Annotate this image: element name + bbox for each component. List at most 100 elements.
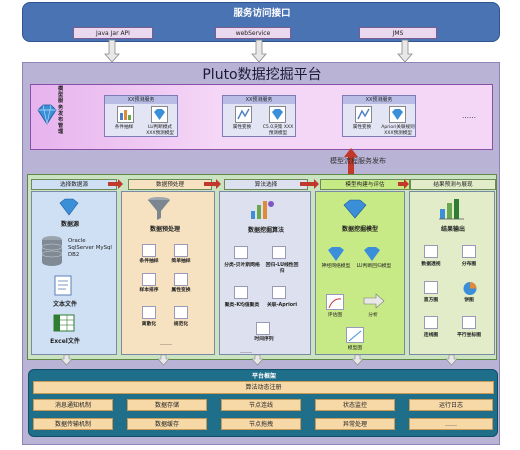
model-item-2: LU判断回归模型 (356, 264, 392, 269)
management-label: 模型服务发布管理 (58, 86, 64, 136)
preprocess-column (121, 191, 215, 355)
framework-row2-cell-1: 数据传输机制 (33, 418, 113, 430)
framework-title: 平台框架 (251, 373, 276, 380)
preprocess-item-3: 样本排序 (139, 288, 159, 293)
java-jar-api-chip: Java Jar API (73, 27, 153, 39)
preprocess-item-6: 规范化 (173, 322, 189, 327)
transform-icon (355, 106, 372, 123)
funnel-icon (148, 197, 170, 220)
connector-4 (351, 354, 364, 366)
prediction-service-box-1: XX预测服务 条件抽样 LU判断模式 XXX预测模型 (104, 95, 178, 137)
simple-sampling-icon (174, 244, 188, 257)
datasource-title: 数据源 (60, 221, 79, 228)
flow-arrow-4 (398, 179, 409, 189)
framework-row1-cell-4: 状态监控 (315, 399, 395, 411)
prediction-service-box-2: XX预测服务 属性变换 C5.0决策 XXX预测模型 (222, 95, 296, 137)
publish-up-arrow (344, 148, 358, 176)
service-step2-label: C5.0决策 XXX预测模型 (262, 125, 294, 136)
model-diamond-icon (151, 106, 168, 123)
evaluation-chart-icon (326, 294, 344, 310)
sampling-icon (117, 106, 134, 123)
services-more: …… (462, 112, 476, 120)
result-item-1: 数据透视 (421, 262, 441, 267)
service-step2-label: LU判断模式 XXX预测模型 (146, 125, 174, 136)
connector-3 (251, 354, 264, 366)
model-item-4: 分析 (368, 313, 378, 318)
linear-regression-icon (272, 246, 286, 259)
arrow-java-down (104, 39, 120, 63)
database-icon (41, 236, 63, 266)
flow-arrow-1 (108, 179, 123, 189)
stage-tab-model: 模型构建与评估 (320, 179, 410, 190)
platform-title: Pluto数据挖掘平台 (202, 67, 322, 83)
framework-row1-cell-1: 消息通知机制 (33, 399, 113, 411)
framework-row1-cell-3: 节点连线 (221, 399, 301, 411)
jms-chip: JMS (359, 27, 437, 39)
algorithm-item-2: 回归-LU线性回归 (265, 263, 299, 274)
result-item-2: 分布图 (461, 262, 477, 267)
preprocess-item-4: 属性变换 (171, 288, 191, 293)
line-chart-icon (424, 316, 438, 329)
service-step2-label: Apriori关联规则 XXX预测模型 (381, 125, 415, 136)
model-item-1: 神经网络模型 (321, 264, 351, 269)
apriori-icon (272, 286, 286, 299)
lu-regression-icon (364, 247, 380, 261)
excel-file-icon (53, 314, 75, 332)
algorithm-item-1: 分类-贝叶斯网络 (224, 263, 260, 268)
parallel-coordinates-icon (462, 316, 476, 329)
stage-tab-result: 结果预测与展现 (410, 179, 496, 190)
algorithm-title: 数据挖掘算法 (247, 227, 284, 234)
service-step1-label: 条件抽样 (114, 125, 134, 130)
model-graph-icon (346, 327, 364, 343)
arrow-webservice-down (251, 39, 267, 63)
result-title: 结果输出 (440, 226, 465, 233)
result-item-3: 直方图 (423, 298, 439, 303)
excel-file-label: Excel文件 (50, 338, 80, 345)
service-step1-label: 属性变换 (352, 125, 372, 130)
framework-row2-cell-5: …… (409, 418, 493, 430)
preprocess-more: …… (160, 340, 172, 347)
bar-chart-icon (439, 199, 464, 220)
result-item-4: 饼图 (464, 298, 474, 303)
discretize-icon (142, 306, 156, 319)
diamond-icon (59, 198, 79, 216)
analysis-arrow-icon (363, 293, 385, 309)
attribute-transform-icon (174, 273, 188, 286)
result-item-6: 平行坐标图 (457, 333, 481, 338)
framework-row2-cell-3: 节点拖拽 (221, 418, 301, 430)
connector-5 (445, 354, 458, 366)
transform-icon (235, 106, 252, 123)
database-list: Oracle SqlServer MySql DB2 (68, 238, 112, 258)
algorithm-registration-bar: 算法动态注册 (33, 381, 494, 394)
preprocess-title: 数据预处理 (149, 226, 180, 233)
model-diamond-icon (389, 106, 406, 123)
flow-arrow-3 (300, 179, 319, 189)
framework-row2-cell-2: 数据缓存 (127, 418, 207, 430)
conditional-sampling-icon (142, 244, 156, 257)
distribution-icon (462, 245, 476, 258)
kmeans-cluster-icon (234, 286, 248, 299)
service-bar-title: 服务访问接口 (233, 8, 291, 19)
service-step1-label: 属性变换 (232, 125, 252, 130)
algorithm-item-3: 聚类-K均值聚类 (224, 303, 260, 308)
result-item-5: 连线图 (423, 333, 439, 338)
text-file-icon (54, 275, 72, 296)
preprocess-item-1: 条件抽样 (139, 259, 159, 264)
framework-row1-cell-5: 运行日志 (409, 399, 493, 411)
sample-sort-icon (142, 273, 156, 286)
connector-1 (60, 354, 73, 366)
framework-row1-cell-2: 数据存储 (127, 399, 207, 411)
histogram-icon (424, 281, 438, 294)
pie-chart-icon (463, 282, 477, 295)
algorithm-more: …… (240, 348, 252, 355)
algorithm-item-4: 关联-Apriori (266, 303, 298, 308)
service-box-title: XX预测服务 (105, 96, 177, 104)
diamond-icon (343, 199, 367, 219)
bayes-network-icon (234, 246, 248, 259)
pivot-icon (424, 245, 438, 258)
prediction-service-box-3: XX预测服务 属性变换 Apriori关联规则 XXX预测模型 (342, 95, 416, 137)
neural-network-icon (328, 247, 344, 261)
